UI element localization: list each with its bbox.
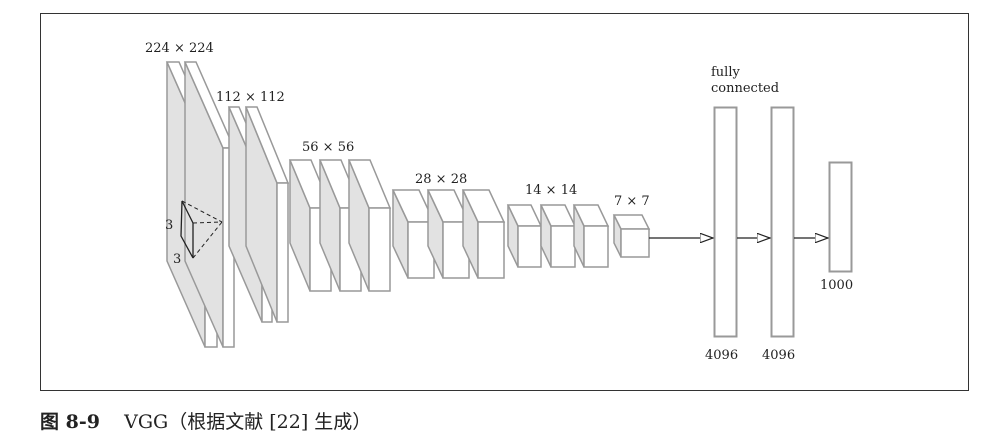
fc-label-line2: connected: [711, 81, 779, 96]
feature-map-slab: [506, 204, 543, 268]
slab-front-face: [620, 228, 650, 258]
block-label-7: 7 × 7: [614, 194, 650, 209]
feature-map-slab: [183, 61, 236, 348]
fc-layer-3: [828, 161, 853, 273]
fc-layer-1: [713, 106, 738, 338]
figure-frame: [40, 13, 969, 391]
block-label-112: 112 × 112: [216, 90, 285, 105]
block-label-14: 14 × 14: [525, 183, 577, 198]
fc-label-line1: fully: [711, 65, 740, 80]
slab-front-face: [550, 225, 576, 268]
fc-size-label-1: 4096: [705, 348, 738, 363]
slab-front-face: [276, 182, 289, 323]
feature-map-slab: [612, 214, 651, 258]
slab-top-face: [612, 214, 651, 230]
fc-layers: [713, 106, 853, 338]
kernel-width-label: 3: [173, 252, 181, 267]
fc-size-label-2: 4096: [762, 348, 795, 363]
slab-front-face: [477, 221, 505, 279]
feature-map-slab: [539, 204, 577, 268]
slab-front-face: [517, 225, 542, 268]
block-label-224: 224 × 224: [145, 41, 214, 56]
kernel-height-label: 3: [165, 218, 173, 233]
kernel-3x3: 3 3: [165, 200, 223, 267]
fc-layer-2: [770, 106, 795, 338]
block-label-56: 56 × 56: [302, 140, 354, 155]
slab-front-face: [368, 207, 391, 292]
figure-caption: 图 8-9 VGG（根据文献 [22] 生成）: [40, 407, 371, 434]
feature-map-slab: [244, 106, 290, 323]
figure-number: 图 8-9: [40, 411, 100, 433]
block-label-28: 28 × 28: [415, 172, 467, 187]
feature-map-slab: [572, 204, 610, 268]
figure-title: VGG（根据文献 [22] 生成）: [124, 411, 372, 433]
slab-front-face: [583, 225, 609, 268]
slab-front-face: [442, 221, 470, 279]
fc-size-label-3: 1000: [820, 278, 853, 293]
feature-map-slab: [347, 159, 392, 292]
feature-map-slab: [426, 189, 471, 279]
feature-map-slab: [461, 189, 506, 279]
